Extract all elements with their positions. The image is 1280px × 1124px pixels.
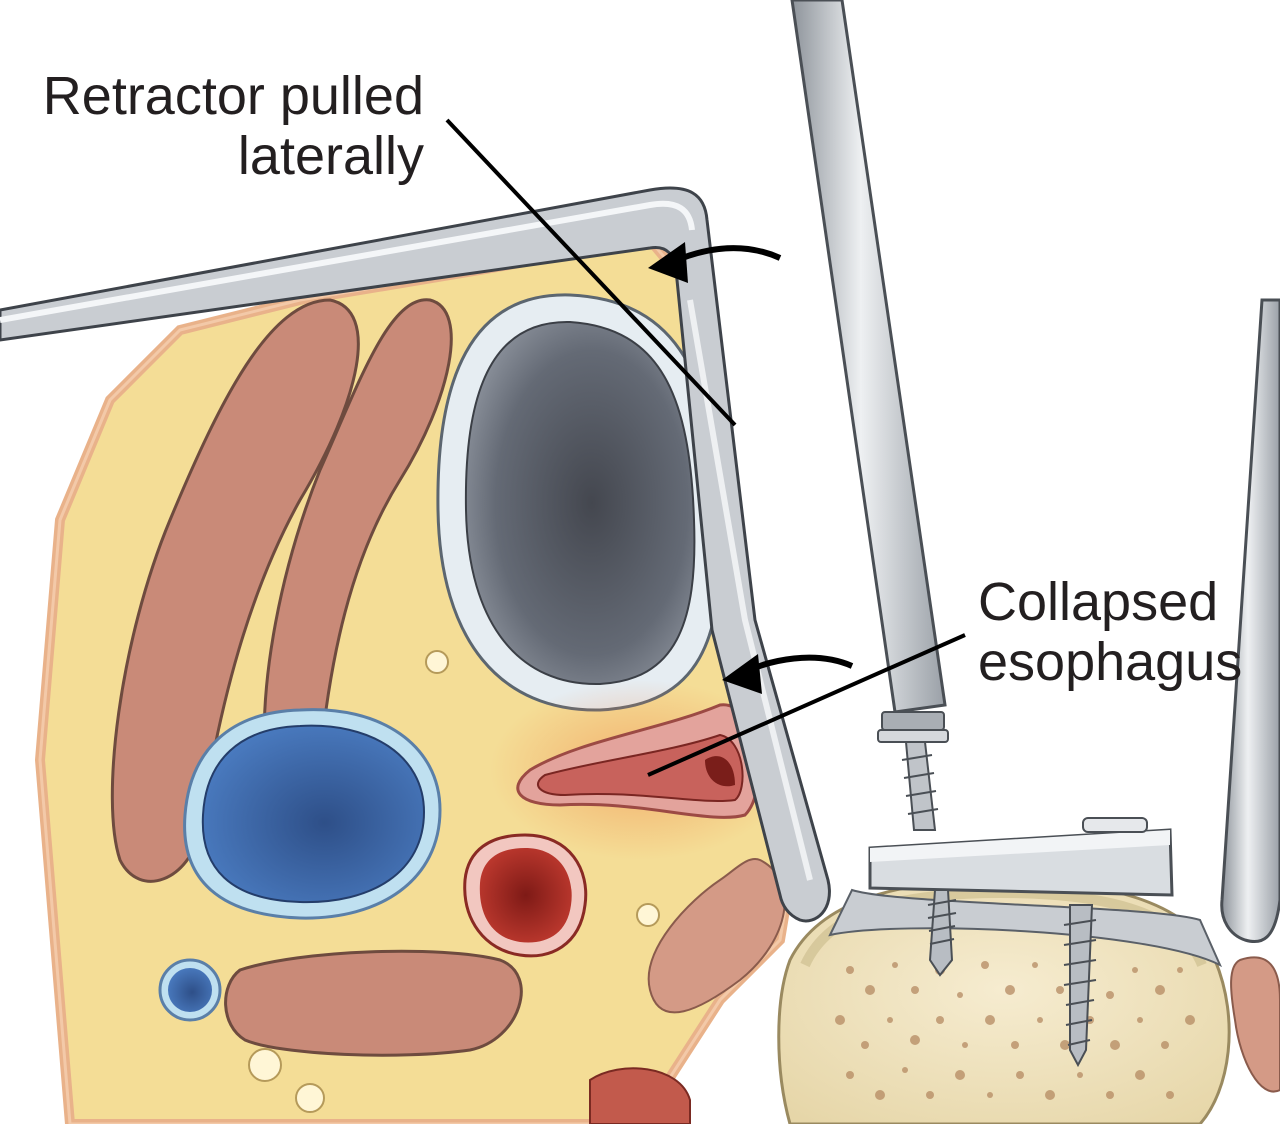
distraction-pin-shaft [790,0,949,831]
arrow-upper [648,242,782,283]
strap-muscle-outer [110,298,360,883]
arrow-lower [722,654,854,694]
longus-colli-muscle [647,858,1280,1093]
esophagus-callout: Collapsed esophagus [978,572,1278,692]
screw-left [927,889,957,977]
esophagus-leader-line [647,633,966,777]
retractor-blade-right [1220,298,1280,944]
carotid-artery [463,833,588,958]
trachea [436,293,723,712]
lower-vessel [589,1067,691,1124]
retractor-callout-line-2: laterally [237,126,424,186]
screw-right [1063,904,1097,1068]
jugular-vein [183,708,442,920]
retractor-callout-line-1: Retractor pulled [42,66,424,126]
esophagus [490,680,790,860]
retractor-leader-line [445,118,737,427]
retractor-callout: Retractor pulled laterally [18,66,424,186]
cervical-plate [828,817,1223,968]
esophagus-callout-line-1: Collapsed [978,572,1219,632]
nerve-dots [248,650,660,1113]
lower-muscle [224,949,523,1057]
esophagus-callout-line-2: esophagus [978,632,1243,692]
small-vein [158,958,222,1022]
bone-pores [835,961,1195,1100]
